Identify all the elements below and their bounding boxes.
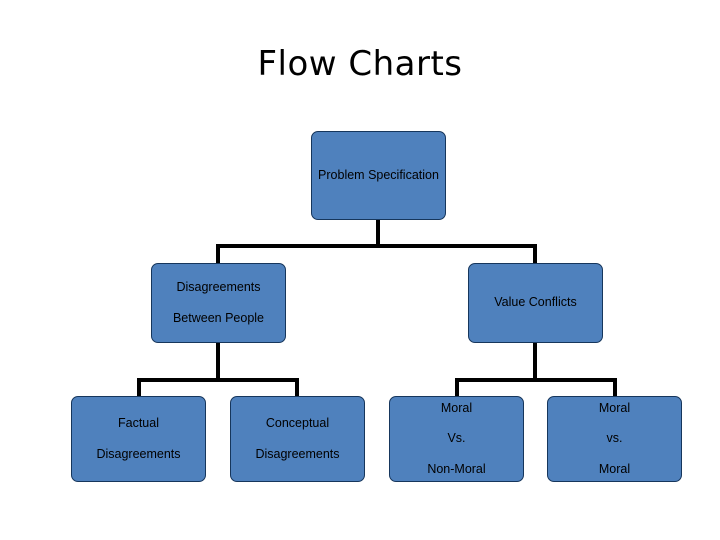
connector-right-child1-drop bbox=[455, 378, 459, 398]
page-title: Flow Charts bbox=[257, 44, 463, 84]
node-value-conflicts-label: Value Conflicts bbox=[494, 295, 577, 310]
connector-left-child1-drop bbox=[137, 378, 141, 398]
node-problem-specification-label: Problem Specification bbox=[318, 167, 439, 182]
connector-root-stem bbox=[376, 220, 380, 246]
connector-left-child2-drop bbox=[295, 378, 299, 398]
connector-level2-right-drop bbox=[533, 244, 537, 264]
connector-right-child2-drop bbox=[613, 378, 617, 398]
node-problem-specification[interactable]: Problem Specification bbox=[311, 131, 446, 220]
connector-left-stem bbox=[216, 343, 220, 380]
connector-level2-left-drop bbox=[216, 244, 220, 264]
node-value-conflicts[interactable]: Value Conflicts bbox=[468, 263, 603, 343]
connector-left-bar bbox=[137, 378, 299, 382]
connector-level2-bar bbox=[216, 244, 537, 248]
connector-right-stem bbox=[533, 343, 537, 380]
connector-right-bar bbox=[455, 378, 617, 382]
